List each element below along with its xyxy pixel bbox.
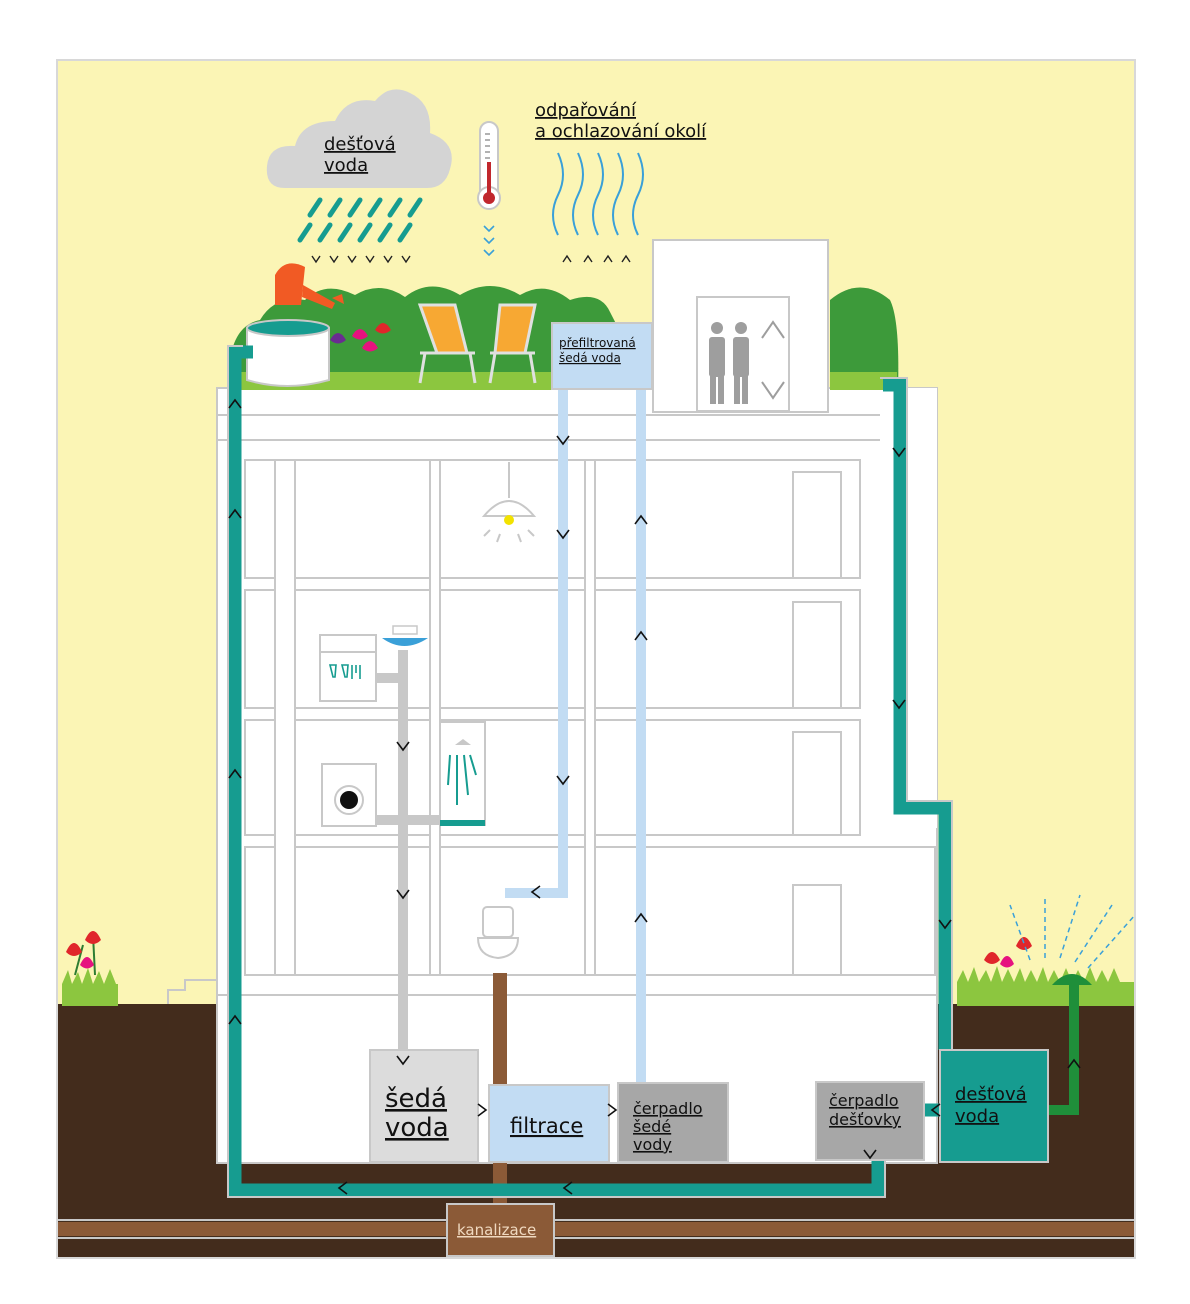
washing-machine-icon xyxy=(321,763,377,827)
rain-tank-label-line1: dešťová xyxy=(955,1084,1027,1105)
filtered-water-pipe xyxy=(505,386,646,1086)
sewer-main-pipe xyxy=(58,1222,1134,1236)
garden-pipe xyxy=(1045,985,1079,1115)
flowers-icon xyxy=(66,931,1032,976)
grass-left xyxy=(62,968,118,1006)
rain-tank-label-line2: voda xyxy=(955,1106,999,1127)
grey-tank-label-line2: voda xyxy=(385,1113,449,1143)
grey-tank-label-line1: šedá xyxy=(385,1084,447,1114)
garden-chair-icon xyxy=(488,303,537,384)
grey-water-pipe xyxy=(376,650,440,1050)
sewer-box xyxy=(446,1203,555,1257)
filtration-label: filtrace xyxy=(510,1114,583,1138)
grey-pump-label-line1: čerpadlo xyxy=(633,1099,703,1118)
rain-cloud-label-line1: dešťová xyxy=(324,134,396,155)
grey-water-tank xyxy=(369,1049,479,1163)
rain-barrel-icon xyxy=(246,319,330,387)
roof-flowers-icon xyxy=(330,323,391,352)
rain-cloud-label-line2: voda xyxy=(324,155,368,176)
flow-arrows xyxy=(228,398,1081,1195)
watering-can-icon xyxy=(275,263,344,309)
toilet-icon xyxy=(476,906,520,960)
sprinkler-icon xyxy=(1009,894,1136,985)
rain-pump-label-line1: čerpadlo xyxy=(829,1091,899,1110)
evaporation-label-line2: a ochlazování okolí xyxy=(535,121,707,142)
rain-icon xyxy=(297,197,423,243)
grey-pump-label-line2: šedé xyxy=(633,1117,671,1136)
cloud-icon xyxy=(266,89,452,189)
rain-chevrons xyxy=(311,255,411,264)
dishwasher-icon xyxy=(319,634,377,702)
rain-water-tank xyxy=(939,1049,1049,1163)
rain-pump-label-line2: dešťovky xyxy=(829,1110,901,1129)
grey-pump-label-line3: vody xyxy=(633,1135,672,1154)
sink-icon xyxy=(382,625,428,646)
ceiling-lamp-icon xyxy=(481,462,537,543)
elevator-icon xyxy=(709,320,785,404)
filtration-unit xyxy=(488,1084,610,1163)
thermometer-icon xyxy=(477,121,501,257)
evaporation-waves-icon xyxy=(552,152,644,236)
evaporation-chevrons xyxy=(562,254,631,263)
evaporation-label-line1: odpařování xyxy=(535,100,637,121)
grey-water-pump xyxy=(617,1082,729,1163)
rain-water-pump xyxy=(815,1081,925,1161)
rain-water-pipe-outline xyxy=(227,345,953,1198)
sewer-label: kanalizace xyxy=(457,1221,536,1239)
filtered-grey-label-line1: přefiltrovaná xyxy=(559,336,636,350)
filtered-grey-label-line2: šedá voda xyxy=(559,351,621,365)
filtered-grey-water-tank xyxy=(551,322,653,390)
garden-chair-icon xyxy=(417,303,477,384)
shower-icon xyxy=(439,721,486,826)
